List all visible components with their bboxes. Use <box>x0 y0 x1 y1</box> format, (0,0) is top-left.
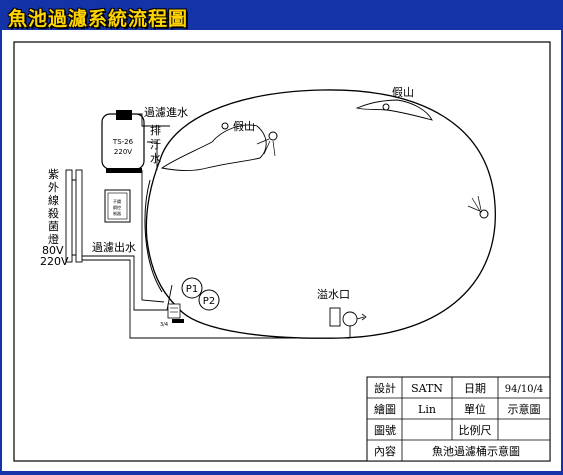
tank-voltage: 220V <box>114 148 132 156</box>
drain-pipe <box>147 141 158 170</box>
table-cell-r2c1: 繪圖 <box>374 402 396 416</box>
inlet-pipe <box>132 113 170 127</box>
drain-label-2: 汙 <box>150 138 161 151</box>
pump-2 <box>198 289 220 311</box>
rockery-left-marker <box>221 122 229 130</box>
table-cell-r1c3: 日期 <box>464 382 486 395</box>
table-cell-r2c3: 單位 <box>464 402 486 416</box>
uv-label-2: 外 <box>48 181 59 194</box>
table-cell-r3c3: 比例尺 <box>459 423 492 437</box>
tank-to-pond-pipe <box>141 170 165 303</box>
uv-label-4: 殺 <box>48 206 59 220</box>
rockery-right-shape <box>355 99 433 121</box>
overflow-drain <box>329 307 367 338</box>
pump-2-label: P2 <box>203 296 215 307</box>
uv-voltage-220: 220V <box>40 255 69 268</box>
tank-model: TS-26 <box>112 138 134 146</box>
uv-lamp <box>65 169 83 263</box>
flow-diagram: TS-26 220V 過濾進水 排 汙 水 不鏽 鋼控 制器 <box>13 41 551 462</box>
table-cell-r4c2: 魚池過濾桶示意圖 <box>432 444 520 458</box>
diagram-border <box>13 41 551 462</box>
valve-label: 3/4 <box>160 322 168 328</box>
rockery-left-shape <box>160 124 267 172</box>
pond-inner-edge <box>144 179 163 293</box>
drain-label-3: 水 <box>150 152 161 165</box>
controller-box: 不鏽 鋼控 制器 <box>104 189 131 223</box>
outlet-label: 過濾出水 <box>92 240 136 254</box>
rockery-right-marker <box>382 103 390 111</box>
pump-1 <box>181 277 203 299</box>
table-cell-r1c2: SATN <box>411 382 443 395</box>
drain-label-1: 排 <box>150 123 161 137</box>
uv-label-1: 紫 <box>48 168 59 181</box>
table-cell-r3c1: 圖號 <box>374 424 396 437</box>
uv-label-5: 菌 <box>48 220 59 233</box>
svg-text:鋼控: 鋼控 <box>113 204 121 210</box>
sprinkler-1 <box>256 131 278 157</box>
uv-label-3: 線 <box>48 193 59 207</box>
overflow-label: 溢水口 <box>317 287 350 301</box>
table-cell-r2c2: Lin <box>418 403 436 416</box>
table-cell-r2c4: 示意圖 <box>508 402 541 416</box>
filter-tank <box>101 110 145 173</box>
inlet-label: 過濾進水 <box>144 105 188 119</box>
rockery-left-label: 假山 <box>233 119 255 133</box>
table-cell-r4c1: 內容 <box>374 444 396 458</box>
pump-1-label: P1 <box>186 284 198 295</box>
outlet-pipe <box>82 255 173 311</box>
return-pipe <box>82 259 350 339</box>
page-title: 魚池過濾系統流程圖 <box>8 8 189 30</box>
sprinkler-2 <box>467 195 489 219</box>
svg-text:制器: 制器 <box>113 210 121 216</box>
rockery-right-label: 假山 <box>392 85 414 99</box>
uv-label-6: 燈 <box>48 232 59 246</box>
svg-text:不鏽: 不鏽 <box>113 198 121 204</box>
info-table <box>366 376 551 462</box>
table-cell-r1c4: 94/10/4 <box>505 384 544 395</box>
pond-outline <box>145 89 496 339</box>
uv-voltage-80: 80V <box>42 244 64 257</box>
table-cell-r1c1: 設計 <box>374 381 396 395</box>
diagram-canvas: TS-26 220V 過濾進水 排 汙 水 不鏽 鋼控 制器 <box>2 30 561 471</box>
valve <box>167 303 184 323</box>
